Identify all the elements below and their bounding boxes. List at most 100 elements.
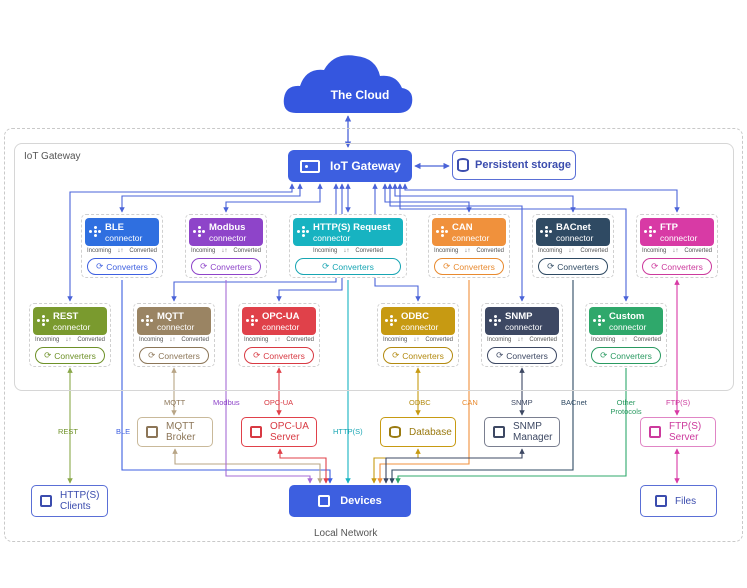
- cloud-label: The Cloud: [330, 88, 390, 102]
- modbus-connector-subtitle: connector: [209, 232, 247, 243]
- edge-label-rest: REST: [58, 427, 79, 436]
- rest-io-row: Incoming ↓↑ Converted: [30, 337, 110, 343]
- edge-label-other: Other Protocols: [606, 398, 646, 416]
- cloud-shape: [283, 55, 413, 113]
- devices-node[interactable]: Devices: [289, 485, 411, 517]
- refresh-icon: ⟳: [392, 350, 400, 360]
- bacnet-converters-button[interactable]: ⟳ Converters: [538, 258, 608, 275]
- converted-label: Converted: [129, 248, 158, 254]
- converters-label: Converters: [332, 261, 374, 272]
- persistent-storage-node[interactable]: Persistent storage: [452, 150, 576, 180]
- refresh-icon: ⟳: [96, 261, 104, 271]
- can-converters-button[interactable]: ⟳ Converters: [434, 258, 504, 275]
- refresh-icon: ⟳: [148, 350, 156, 360]
- iot-gateway-node[interactable]: IoT Gateway: [288, 150, 412, 182]
- io-arrows-icon: ↓↑: [65, 337, 72, 343]
- io-arrows-icon: ↓↑: [621, 337, 628, 343]
- mqtt-converters-button[interactable]: ⟳ Converters: [139, 347, 209, 364]
- files-node[interactable]: Files: [640, 485, 717, 517]
- ftp-converters-button[interactable]: ⟳ Converters: [642, 258, 712, 275]
- server-icon: [493, 426, 505, 438]
- opcua-converters-button[interactable]: ⟳ Converters: [244, 347, 314, 364]
- iot-gateway-region-label: IoT Gateway: [24, 151, 81, 162]
- incoming-label: Incoming: [243, 337, 269, 343]
- converters-label: Converters: [453, 261, 495, 272]
- converted-label: Converted: [684, 248, 713, 254]
- http-clients-node[interactable]: HTTP(S)Clients: [31, 485, 108, 517]
- edge-label-ble: BLE: [116, 427, 131, 436]
- io-arrows-icon: ↓↑: [672, 248, 679, 254]
- database-icon: [389, 426, 401, 438]
- database-node[interactable]: Database: [380, 417, 456, 447]
- local-network-region: [4, 128, 743, 542]
- converters-label: Converters: [557, 261, 599, 272]
- http-clients-label-1: HTTP(S): [60, 490, 100, 501]
- edge-label-mqtt: MQTT: [164, 398, 186, 407]
- incoming-label: Incoming: [433, 248, 459, 254]
- connector-icon: [37, 315, 49, 327]
- rest-converters-button[interactable]: ⟳ Converters: [35, 347, 105, 364]
- refresh-icon: ⟳: [547, 261, 555, 271]
- can-connector-subtitle: connector: [452, 232, 490, 243]
- refresh-icon: ⟳: [253, 350, 261, 360]
- converted-label: Converted: [425, 337, 454, 343]
- mqtt-io-row: Incoming ↓↑ Converted: [134, 337, 214, 343]
- odbc-converters-button[interactable]: ⟳ Converters: [383, 347, 453, 364]
- edge-label-odbc: ODBC: [409, 398, 431, 407]
- ftp-server-node[interactable]: FTP(S)Server: [640, 417, 716, 447]
- folder-icon: [655, 495, 667, 507]
- server-icon: [146, 426, 158, 438]
- edge-label-ftps: FTP(S): [666, 398, 691, 407]
- edge-label-http: HTTP(S): [333, 427, 363, 436]
- modbus-converters-button[interactable]: ⟳ Converters: [191, 258, 261, 275]
- opcua-server-label-2: Server: [270, 432, 300, 443]
- gateway-custom-link: [397, 183, 629, 302]
- converted-label: Converted: [233, 248, 262, 254]
- io-arrows-icon: ↓↑: [274, 337, 281, 343]
- http-converters-button[interactable]: ⟳ Converters: [295, 258, 401, 275]
- modbus-connector-title: Modbus: [209, 221, 246, 233]
- incoming-label: Incoming: [138, 337, 164, 343]
- server-icon: [649, 426, 661, 438]
- edge-label-snmp: SNMP: [511, 398, 533, 407]
- snmp-devices-link: [383, 448, 525, 484]
- snmp-converters-button[interactable]: ⟳ Converters: [487, 347, 557, 364]
- http-connector-subtitle: connector: [313, 232, 351, 243]
- opcua-devices-link: [277, 448, 329, 484]
- ftp-server-label-1: FTP(S): [669, 421, 702, 432]
- opcua-io-row: Incoming ↓↑ Converted: [239, 337, 319, 343]
- edge-label-other-2: Protocols: [610, 407, 642, 416]
- io-arrows-icon: ↓↑: [221, 248, 228, 254]
- custom-converters-button[interactable]: ⟳ Converters: [591, 347, 661, 364]
- connector-icon: [540, 226, 552, 238]
- custom-connector-title: Custom: [609, 310, 645, 322]
- http-connector-title: HTTP(S) Request: [313, 221, 391, 233]
- ble-converters-button[interactable]: ⟳ Converters: [87, 258, 157, 275]
- converted-label: Converted: [181, 337, 210, 343]
- snmp-manager-label-1: SNMP: [513, 421, 542, 432]
- io-arrows-icon: ↓↑: [464, 248, 471, 254]
- refresh-icon: ⟳: [443, 261, 451, 271]
- bacnet-devices-link: [389, 280, 574, 484]
- connector-icon: [89, 226, 101, 238]
- opcua-connector-title: OPC-UA: [262, 310, 300, 322]
- custom-connector-subtitle: connector: [609, 321, 647, 332]
- converters-label: Converters: [106, 261, 148, 272]
